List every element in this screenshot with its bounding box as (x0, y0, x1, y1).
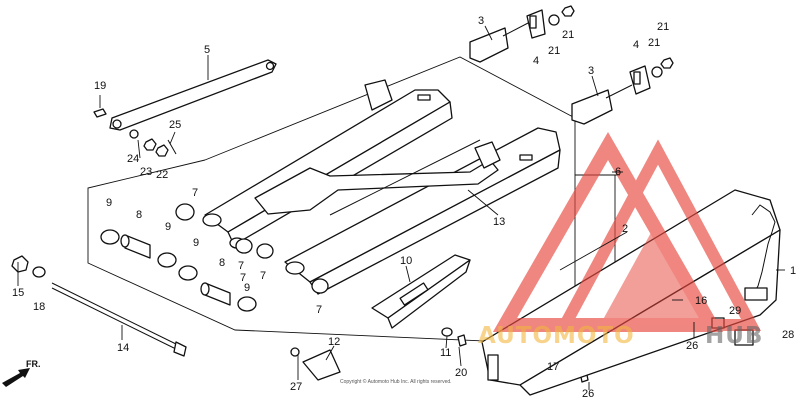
watermark-logo (492, 131, 762, 332)
callout-3: 3 (588, 65, 594, 77)
callout-21: 21 (657, 21, 669, 33)
callout-10: 10 (400, 255, 412, 267)
callout-9: 9 (106, 197, 112, 209)
callout-16: 16 (695, 295, 707, 307)
callout-22: 22 (156, 169, 168, 181)
callout-23: 23 (140, 166, 152, 178)
front-direction-arrow (2, 368, 30, 387)
copyright-text: Copyright © Automoto Hub Inc. All rights… (340, 378, 452, 385)
callout-26: 26 (582, 388, 594, 400)
callout-15: 15 (12, 287, 24, 299)
watermark-text: AUTOMOTO HUB (478, 323, 763, 349)
leader-lines (17, 25, 785, 390)
callout-3: 3 (478, 15, 484, 27)
callout-6: 6 (615, 166, 621, 178)
callout-27: 27 (290, 381, 302, 393)
callout-9: 9 (193, 237, 199, 249)
callout-8: 8 (219, 257, 225, 269)
callout-18: 18 (33, 301, 45, 313)
swingarm (202, 79, 561, 295)
callout-21: 21 (648, 37, 660, 49)
pivot-bolt (11, 255, 187, 357)
callout-11: 11 (440, 347, 451, 359)
callout-9: 9 (244, 282, 250, 294)
callout-1: 1 (790, 265, 796, 277)
callout-8: 8 (136, 209, 142, 221)
watermark-hub: HUB (705, 323, 763, 349)
callout-20: 20 (455, 367, 467, 379)
callout-26: 26 (686, 340, 698, 352)
chain-adjuster-lower (571, 57, 674, 125)
callout-labels: 1 2 3 3 4 4 5 6 7 7 7 7 7 8 8 9 9 9 9 10… (12, 15, 796, 400)
callout-29: 29 (729, 305, 741, 317)
callout-4: 4 (633, 39, 639, 51)
callout-13: 13 (493, 216, 505, 228)
callout-14: 14 (117, 342, 129, 354)
callout-21: 21 (548, 45, 560, 57)
fr-label: FR. (26, 359, 41, 369)
callout-24: 24 (127, 153, 139, 165)
callout-25: 25 (169, 119, 181, 131)
callout-2: 2 (622, 223, 628, 235)
watermark-automoto: AUTOMOTO (478, 323, 635, 349)
callout-28: 28 (782, 329, 794, 341)
callout-4: 4 (533, 55, 539, 67)
callout-5: 5 (204, 44, 210, 56)
chain-adjuster-upper (469, 5, 575, 63)
callout-12: 12 (328, 336, 340, 348)
torque-link (93, 59, 277, 157)
callout-19: 19 (94, 80, 106, 92)
chain-slider (371, 254, 471, 329)
callout-21: 21 (562, 29, 574, 41)
pivot-collars (100, 203, 329, 312)
callout-7: 7 (192, 187, 198, 199)
callout-9: 9 (165, 221, 171, 233)
callout-7: 7 (316, 304, 322, 316)
callout-7: 7 (240, 272, 246, 284)
callout-17: 17 (547, 361, 559, 373)
callout-7: 7 (260, 270, 266, 282)
callout-7: 7 (238, 260, 244, 272)
